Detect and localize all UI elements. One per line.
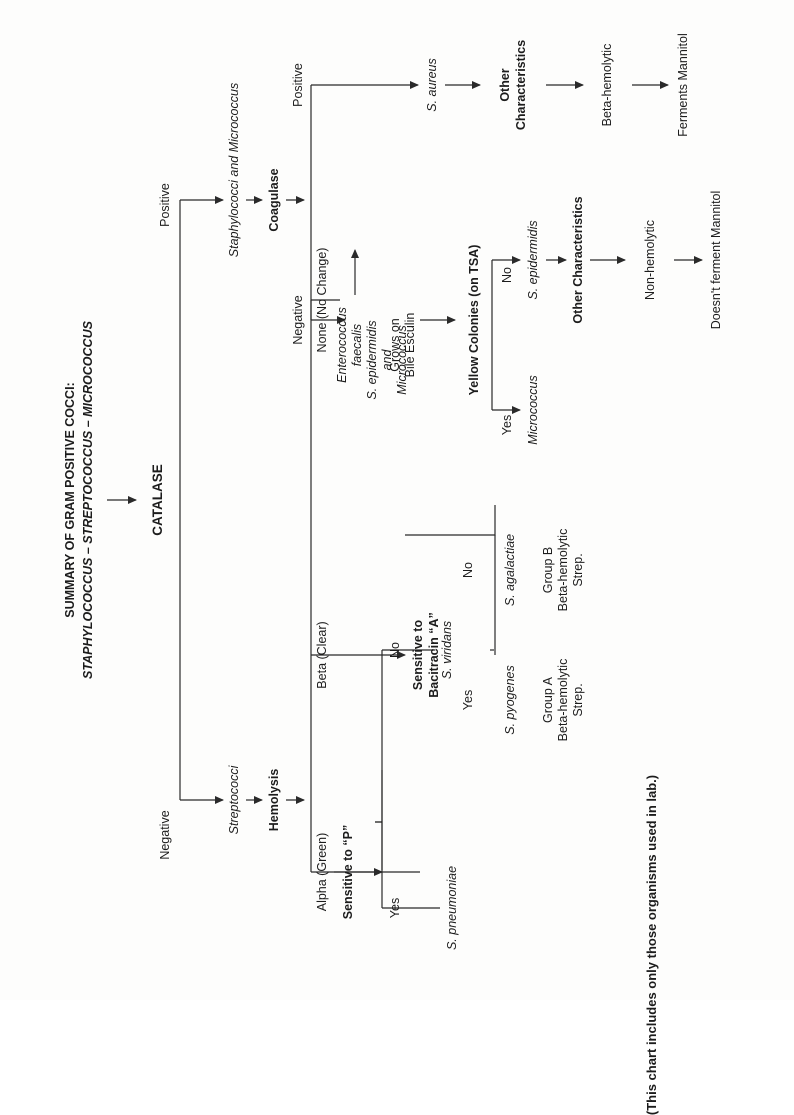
beta-yes-label: Yes [461, 689, 475, 711]
group-a-line3: Strep. [571, 683, 585, 717]
chart-title-line1: SUMMARY OF GRAM POSITIVE COCCI: [63, 382, 77, 618]
bacitracin-label-line2: Bacitracin “A” [427, 612, 441, 698]
ferments-mannitol-label: Ferments Mannitol [676, 33, 690, 137]
beta-hemolytic-label: Beta-hemolytic [600, 43, 614, 127]
s-epidermidis-label: S. epidermidis [526, 220, 540, 300]
beta-no-label: No [461, 562, 475, 578]
beta-label: Beta (Clear) [315, 621, 329, 689]
no-hemolysis-label: None (No Change) [315, 247, 329, 353]
sensitive-to-p-label: Sensitive to “P” [341, 824, 355, 920]
yellow-yes-label: Yes [500, 414, 514, 436]
alpha-no-label: No [388, 642, 402, 658]
coagulase-label: Coagulase [267, 168, 281, 232]
no-mannitol-label: Doesn't ferment Mannitol [709, 190, 723, 330]
staphylococci-label: Staphylococci and Micrococcus [227, 82, 241, 258]
s-epidermidis-micrococcus-line3: Micrococcus [395, 325, 409, 395]
hemolysis-label: Hemolysis [267, 768, 281, 832]
coagulase-negative-label: Negative [291, 295, 305, 345]
yellow-colonies-label: Yellow Colonies (on TSA) [467, 244, 481, 396]
enterococcus-line2: faecalis [350, 323, 364, 367]
footnote: (This chart includes only those organism… [644, 774, 659, 1115]
other-characteristics-pos-line1: Other [498, 68, 512, 102]
catalase-negative-label: Negative [158, 810, 172, 860]
alpha-label: Alpha (Green) [315, 832, 329, 912]
chart-title-line2: STAPHYLOCOCCUS – STREPTOCOCCUS – MICROCO… [81, 321, 95, 679]
s-viridans-label: S. viridans [440, 620, 454, 680]
group-b-line3: Strep. [571, 553, 585, 587]
group-b-line2: Beta-hemolytic [556, 528, 570, 612]
enterococcus-line1: Enterococcus [335, 307, 349, 383]
coagulase-positive-label: Positive [291, 63, 305, 107]
s-epidermidis-micrococcus-line1: S. epidermidis [365, 320, 379, 400]
yellow-no-label: No [500, 267, 514, 283]
streptococci-label: Streptococci [227, 765, 241, 835]
micrococcus-label: Micrococcus [526, 375, 540, 445]
other-characteristics-pos-line2: Characteristics [514, 39, 528, 131]
s-agalactiae-label: S. agalactiae [503, 533, 517, 607]
s-pyogenes-label: S. pyogenes [503, 665, 517, 735]
group-a-line2: Beta-hemolytic [556, 658, 570, 742]
s-epidermidis-micrococcus-line2: and [380, 349, 394, 371]
alpha-yes-label: Yes [388, 897, 402, 919]
bacitracin-label-line1: Sensitive to [411, 619, 425, 691]
other-characteristics-neg-label: Other Characteristics [571, 196, 585, 324]
non-hemolytic-label: Non-hemolytic [643, 220, 657, 300]
group-b-line1: Group B [541, 546, 555, 594]
scanned-page: SUMMARY OF GRAM POSITIVE COCCI: STAPHYLO… [63, 33, 723, 1115]
s-aureus-label: S. aureus [425, 58, 439, 112]
group-a-line1: Group A [541, 677, 555, 723]
catalase-label: CATALASE [150, 464, 165, 536]
flowchart: SUMMARY OF GRAM POSITIVE COCCI: STAPHYLO… [63, 33, 723, 1115]
catalase-positive-label: Positive [158, 183, 172, 227]
connector-lines [107, 81, 703, 909]
s-pneumoniae-label: S. pneumoniae [445, 865, 459, 951]
